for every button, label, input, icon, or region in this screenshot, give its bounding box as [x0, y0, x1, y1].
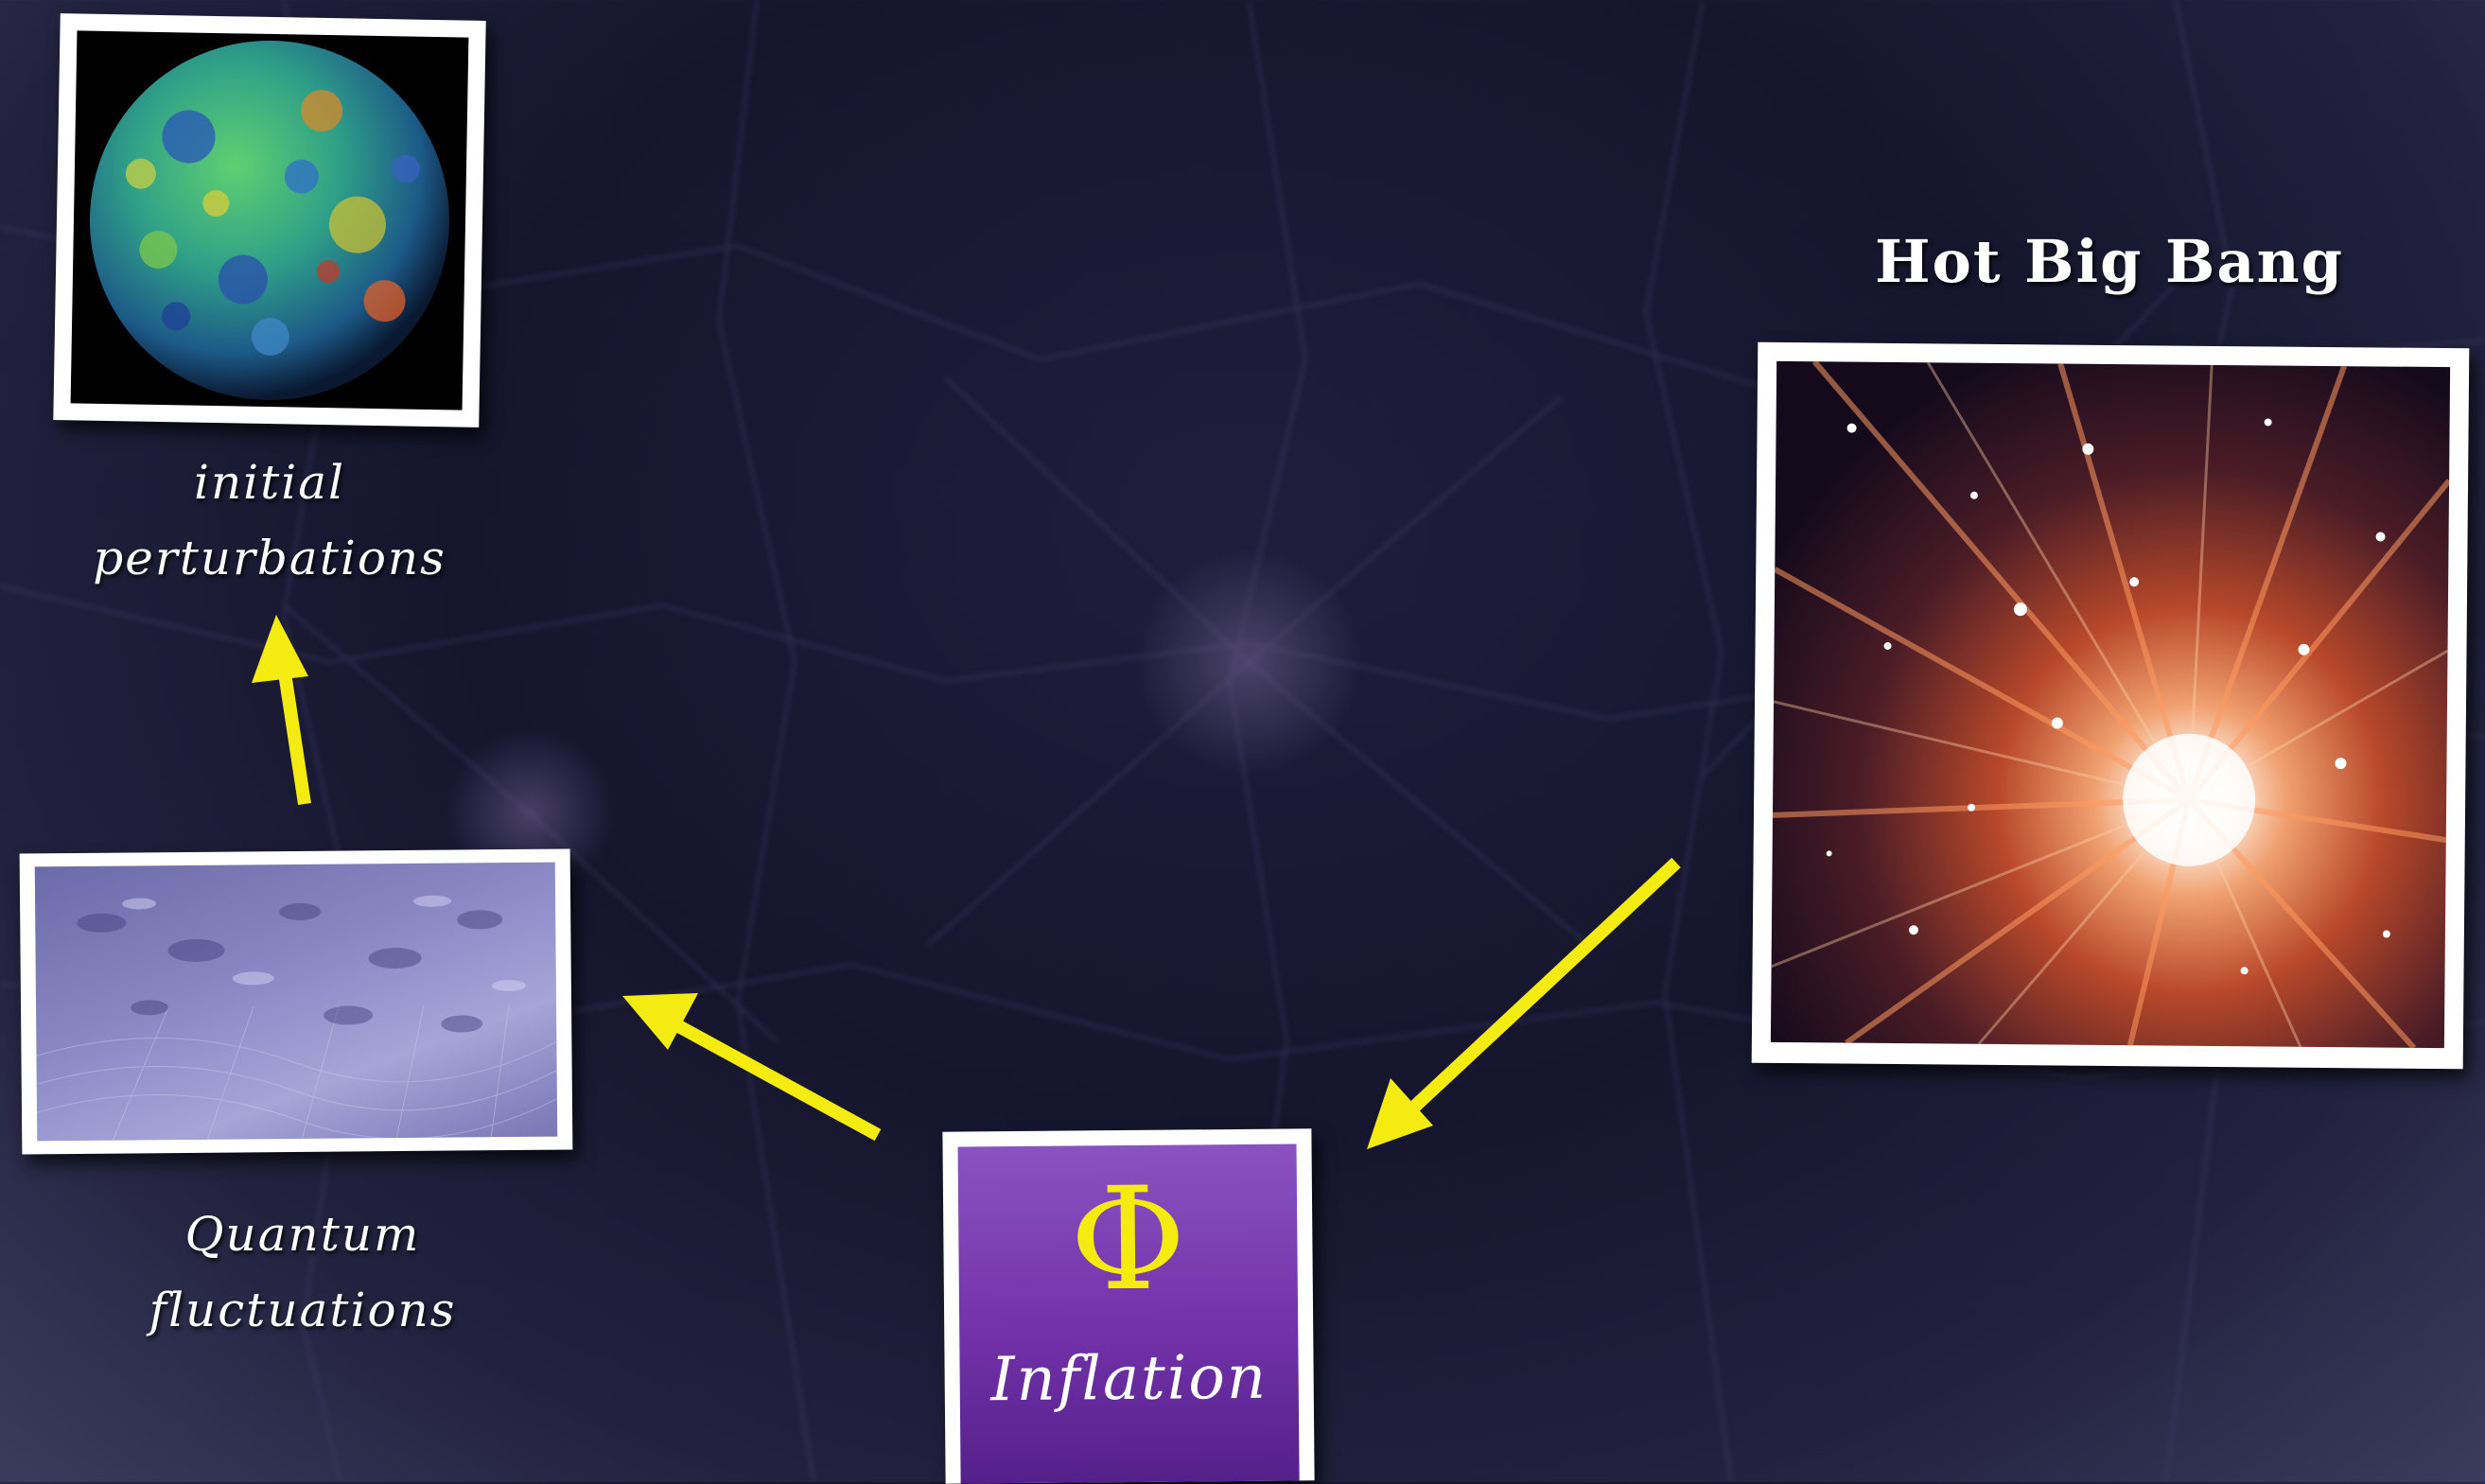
arrow-inflation-to-quantum-head [622, 993, 698, 1050]
arrow-quantum-to-perturbations [284, 667, 305, 804]
arrow-quantum-to-perturbations-head [252, 615, 308, 683]
arrow-bigbang-to-inflation [1409, 863, 1676, 1111]
arrow-inflation-to-quantum [674, 1023, 878, 1135]
arrow-bigbang-to-inflation-head [1367, 1078, 1433, 1149]
